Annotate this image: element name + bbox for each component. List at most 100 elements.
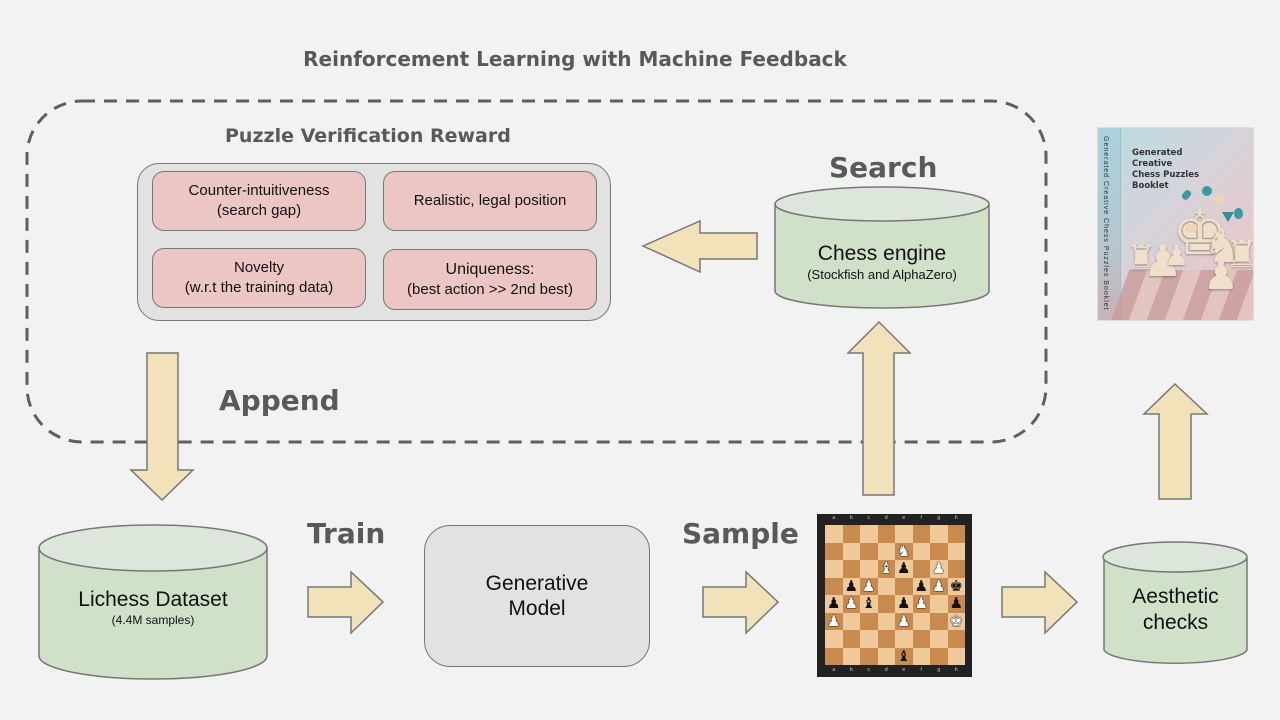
board-square-e7: ♞ — [895, 542, 913, 560]
board-square-f4: ♟ — [912, 595, 930, 613]
criterion-counter-intuitiveness: Counter-intuitiveness (search gap) — [152, 171, 366, 231]
board-square-b7 — [842, 542, 860, 560]
board-square-g3 — [930, 612, 948, 630]
knight-illustration-icon: ♞ — [1203, 220, 1245, 272]
white-knight-icon: ♞ — [897, 542, 911, 560]
white-pawn-icon: ♟ — [914, 595, 928, 613]
board-square-f2 — [912, 630, 930, 648]
board-square-g8 — [930, 525, 948, 543]
white-pawn-icon: ♟ — [862, 577, 876, 595]
file-label: c — [867, 515, 871, 521]
board-square-h7 — [947, 542, 965, 560]
criterion-realistic-legal: Realistic, legal position — [383, 171, 597, 231]
criterion-detail: (search gap) — [216, 202, 302, 219]
board-square-d7 — [877, 542, 895, 560]
board-square-f7 — [912, 542, 930, 560]
arrow-right-sample — [702, 570, 780, 635]
floating-shape-icon — [1234, 208, 1243, 219]
board-square-b5: ♟ — [842, 577, 860, 595]
criterion-title: Realistic, legal position — [413, 192, 567, 209]
file-label: a — [832, 667, 836, 673]
board-square-a6 — [825, 560, 843, 578]
board-square-h3: ♚ — [947, 612, 965, 630]
file-label: c — [867, 667, 871, 673]
file-label: f — [920, 515, 922, 521]
booklet-spine-text: Generated Creative Chess Puzzles Booklet — [1102, 136, 1109, 311]
board-square-e6: ♟ — [895, 560, 913, 578]
board-square-c7 — [860, 542, 878, 560]
board-square-d8 — [877, 525, 895, 543]
black-pawn-icon: ♟ — [949, 595, 963, 613]
board-square-c8 — [860, 525, 878, 543]
board-square-f6 — [912, 560, 930, 578]
board-square-a2 — [825, 630, 843, 648]
search-label: Search — [829, 151, 938, 184]
board-square-c3 — [860, 612, 878, 630]
black-pawn-icon: ♟ — [844, 577, 858, 595]
arrow-up-search — [846, 320, 912, 496]
arrow-right-to-aesthetic — [1001, 570, 1079, 635]
board-square-b3 — [842, 612, 860, 630]
lichess-dataset-cylinder — [38, 524, 268, 680]
model-line2: Model — [508, 597, 566, 620]
file-label: d — [884, 515, 888, 521]
generated-puzzles-booklet-cover: Generated Creative Chess Puzzles Booklet… — [1097, 127, 1254, 321]
white-king-icon: ♚ — [949, 612, 963, 630]
criterion-detail: (best action >> 2nd best) — [407, 280, 573, 298]
king-illustration-icon: ♚ — [1172, 199, 1228, 268]
aesthetic-line1: Aesthetic — [1132, 585, 1219, 608]
arrow-up-to-booklet — [1142, 382, 1209, 500]
dataset-title: Lichess Dataset — [78, 588, 228, 611]
board-square-d5 — [877, 577, 895, 595]
board-square-d1 — [877, 647, 895, 665]
rl-loop-dashed-boundary — [25, 99, 1048, 444]
black-pawn-icon: ♟ — [827, 595, 841, 613]
board-square-d6: ♝ — [877, 560, 895, 578]
train-label: Train — [307, 517, 386, 550]
criterion-detail: (w.r.t the training data) — [184, 279, 334, 296]
file-label: e — [902, 667, 906, 673]
board-square-a7 — [825, 542, 843, 560]
board-square-e3: ♟ — [895, 612, 913, 630]
board-square-c1 — [860, 647, 878, 665]
file-label: h — [954, 515, 958, 521]
board-square-a5 — [825, 577, 843, 595]
reward-section-title: Puzzle Verification Reward — [225, 125, 511, 147]
file-label: g — [937, 667, 941, 673]
board-square-d2 — [877, 630, 895, 648]
model-line1: Generative — [485, 572, 589, 595]
board-square-g1 — [930, 647, 948, 665]
generative-model-box: Generative Model — [424, 525, 650, 667]
lichess-dataset-label: Lichess Dataset (4.4M samples) — [39, 582, 267, 632]
floating-shape-icon — [1186, 224, 1197, 232]
board-square-b4: ♟ — [842, 595, 860, 613]
white-pawn-icon: ♟ — [932, 560, 946, 578]
chess-engine-label: Chess engine (Stockfish and AlphaZero) — [775, 232, 989, 292]
booklet-title: Generated Creative Chess Puzzles Booklet — [1132, 148, 1199, 192]
board-square-f5: ♟ — [912, 577, 930, 595]
sample-label: Sample — [682, 517, 799, 550]
black-pawn-icon: ♟ — [914, 577, 928, 595]
pawn-illustration-icon: ♟ — [1143, 237, 1183, 286]
board-square-h1 — [947, 647, 965, 665]
board-square-b2 — [842, 630, 860, 648]
chess-engine-title: Chess engine — [817, 242, 947, 265]
board-square-e4: ♟ — [895, 595, 913, 613]
white-pawn-icon: ♟ — [897, 612, 911, 630]
booklet-title-line: Chess Puzzles — [1132, 170, 1200, 180]
board-square-a4: ♟ — [825, 595, 843, 613]
criterion-title: Counter-intuitiveness — [188, 182, 330, 199]
chess-engine-cylinder — [774, 186, 990, 309]
board-square-d4 — [877, 595, 895, 613]
append-label: Append — [219, 384, 340, 417]
arrow-left-engine-to-reward — [641, 219, 758, 274]
board-square-h4: ♟ — [947, 595, 965, 613]
aesthetic-line2: checks — [1142, 611, 1209, 634]
board-square-e8 — [895, 525, 913, 543]
aesthetic-checks-label: Aesthetic checks — [1104, 583, 1247, 637]
white-pawn-icon: ♟ — [844, 595, 858, 613]
